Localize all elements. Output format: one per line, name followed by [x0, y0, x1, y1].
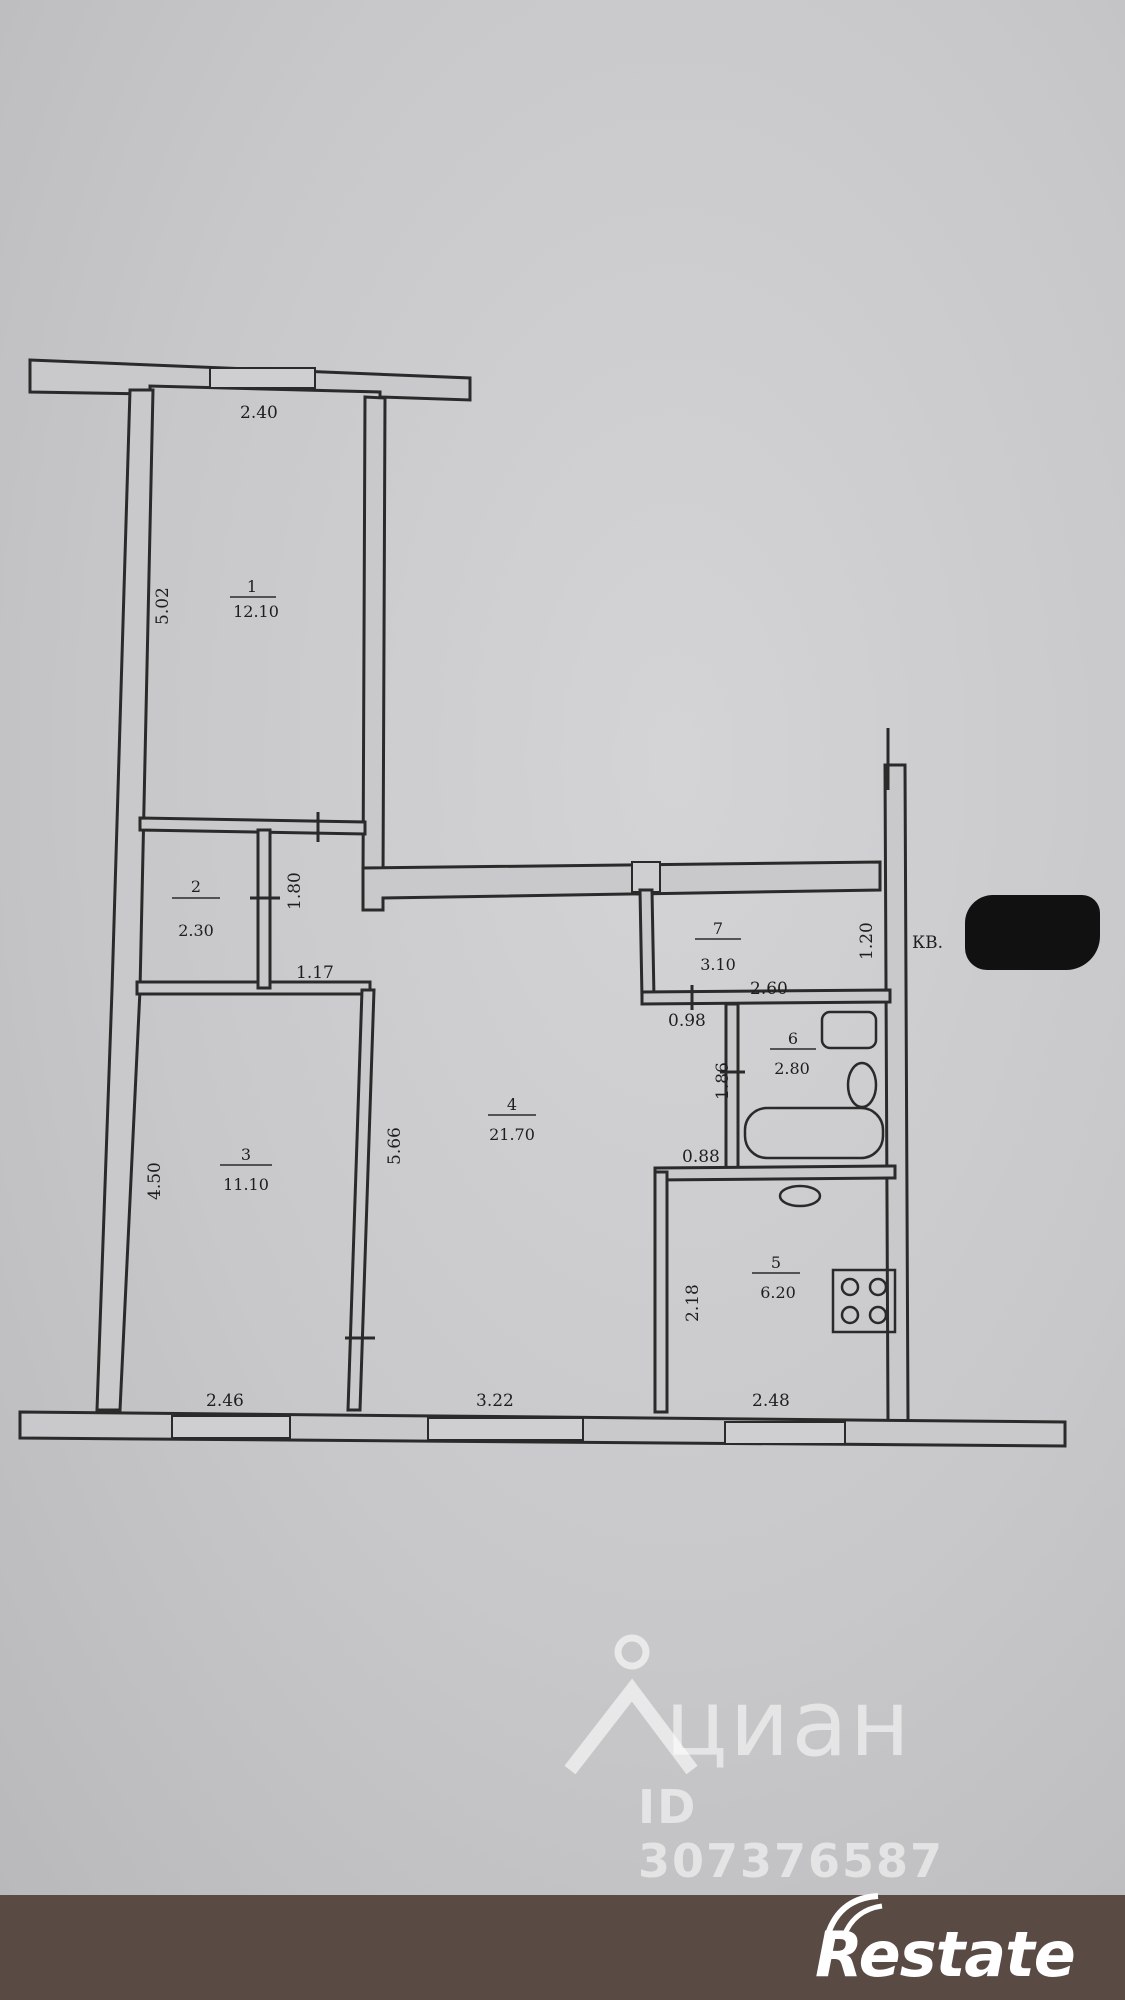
window-room5: [724, 1421, 846, 1445]
wall-room1-right: [361, 395, 387, 882]
dim-room5-length: 2.18: [683, 1284, 703, 1322]
room-number: 6: [788, 1029, 798, 1048]
wall-right-upper: [883, 763, 925, 1442]
wall-room3-right: [346, 988, 376, 1412]
dim-room4-width: 3.22: [476, 1391, 514, 1411]
room-number: 5: [771, 1253, 781, 1272]
wall-room2-bottom: [135, 980, 372, 996]
sink-icon: [820, 1010, 878, 1050]
bathtub-icon: [743, 1106, 885, 1160]
burner-icon: [868, 1277, 888, 1297]
wall-room7-bottom: [640, 988, 892, 1006]
room-area: 12.10: [233, 602, 279, 621]
wall-room5-left: [653, 1170, 669, 1414]
kitchen-sink-icon: [778, 1184, 822, 1208]
dim-room1-width: 2.40: [240, 403, 278, 423]
dim-room3-length: 4.50: [145, 1162, 165, 1200]
dim-room3-width: 2.46: [206, 1391, 244, 1411]
entrance-label: КВ.: [912, 933, 943, 953]
dim-room6-width: 2.60: [750, 979, 788, 999]
dim-room6-length: 1.86: [713, 1062, 733, 1100]
wall-room1-room2: [138, 816, 367, 836]
wall-room2-right: [256, 828, 272, 990]
room-area: 2.80: [774, 1059, 810, 1078]
dim-room5-offset: 0.88: [682, 1147, 720, 1167]
stove-icon: [831, 1268, 897, 1334]
room-number: 4: [507, 1095, 517, 1114]
restate-swoosh-icon: [825, 1893, 883, 1937]
dim-room1-length: 5.02: [153, 587, 173, 625]
watermark-id: ID 307376587: [638, 1780, 945, 1888]
wall-hall-top: [361, 860, 882, 912]
dim-room2-length: 1.80: [285, 872, 305, 910]
dim-room4-length: 5.66: [385, 1127, 405, 1165]
dim-room5-width: 2.48: [752, 1391, 790, 1411]
cian-logo-icon: [564, 1634, 698, 1775]
room-number: 3: [241, 1145, 251, 1164]
burner-icon: [868, 1305, 888, 1325]
room-number: 7: [713, 919, 723, 938]
burner-icon: [840, 1277, 860, 1297]
room-number: 2: [191, 877, 201, 896]
room-area: 2.30: [178, 921, 214, 940]
redaction-mark: [965, 895, 1100, 970]
room-area: 21.70: [489, 1125, 535, 1144]
window-room1: [209, 367, 316, 389]
wall-room6-bottom: [653, 1164, 897, 1182]
toilet-icon: [846, 1061, 878, 1109]
wall-post: [631, 861, 661, 893]
window-room4: [427, 1417, 584, 1441]
wall-left: [95, 388, 155, 1412]
window-room3: [171, 1415, 291, 1439]
room-number: 1: [247, 577, 257, 596]
burner-icon: [840, 1305, 860, 1325]
restate-logo: Restate: [815, 1918, 1076, 1991]
room-area: 11.10: [223, 1175, 269, 1194]
paper-sheet: [0, 0, 1125, 1895]
dim-room7-length: 1.20: [857, 922, 877, 960]
watermark-brand: циан: [665, 1670, 912, 1777]
room-area: 3.10: [700, 955, 736, 974]
room-area: 6.20: [760, 1283, 796, 1302]
watermark: циан ID 307376587: [560, 1630, 1020, 1888]
dim-corridor-width: 1.17: [296, 963, 334, 983]
wall-room7-left: [638, 888, 656, 1000]
dim-room7-offset: 0.98: [668, 1011, 706, 1031]
